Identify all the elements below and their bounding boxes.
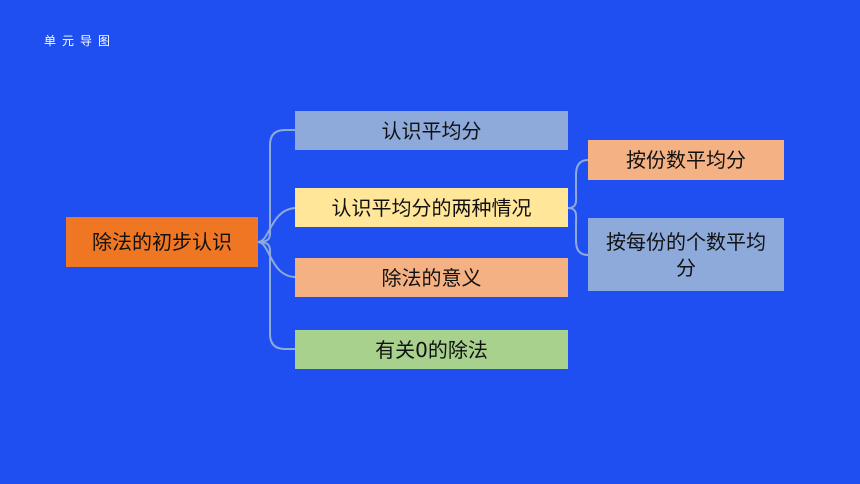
connector-root-branch-2: [257, 207, 296, 243]
branch-node-label: 有关0的除法: [375, 337, 488, 362]
branch-node-understand-equal-division: 认识平均分: [295, 111, 568, 150]
root-node-label: 除法的初步认识: [92, 230, 232, 254]
connector-root-branch-4: [257, 241, 295, 350]
branch-node-label: 除法的意义: [381, 265, 482, 290]
sub-node-by-amount-per-share: 按每份的个数平均分: [588, 218, 784, 291]
sub-node-label: 按每份的个数平均分: [606, 229, 766, 280]
branch-node-two-cases: 认识平均分的两种情况: [295, 188, 568, 227]
branch-node-division-with-zero: 有关0的除法: [295, 330, 568, 369]
sub-node-by-number-of-shares: 按份数平均分: [588, 140, 784, 180]
branch-node-label: 认识平均分的两种情况: [331, 195, 532, 220]
root-node: 除法的初步认识: [66, 217, 258, 267]
branch-node-meaning-of-division: 除法的意义: [295, 258, 568, 297]
sub-node-label: 按份数平均分: [626, 148, 746, 172]
page-header-label: 单元导图: [44, 34, 117, 48]
branch-node-label: 认识平均分: [381, 118, 482, 143]
connector-root-branch-1: [257, 129, 295, 243]
connector-branch-2-sub-1: [567, 159, 589, 209]
connector-root-branch-3: [257, 241, 296, 278]
connector-branch-2-sub-2: [567, 207, 589, 256]
